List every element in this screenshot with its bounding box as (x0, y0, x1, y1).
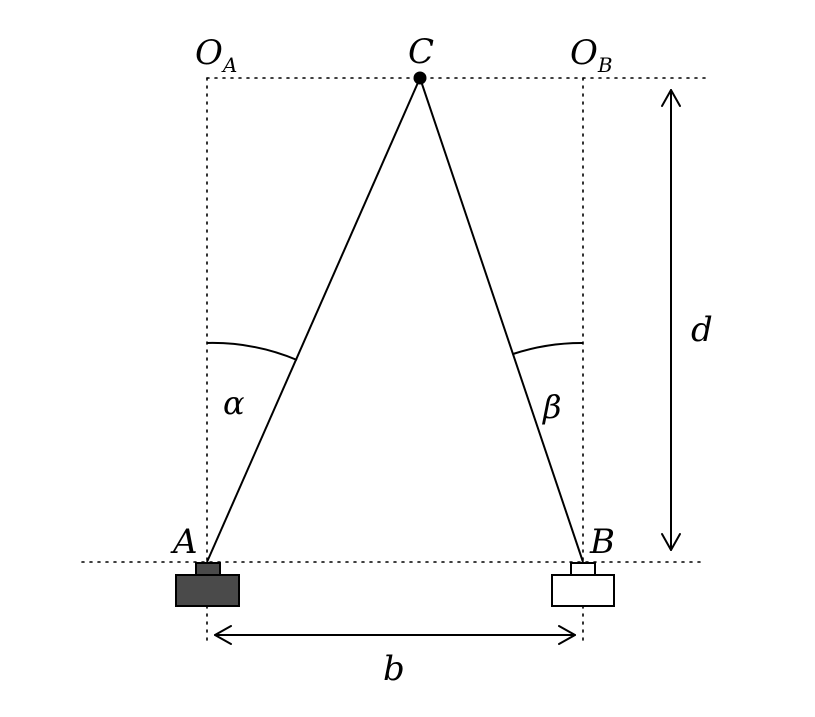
label-beta: β (542, 388, 562, 426)
label-b-point: B (589, 522, 615, 562)
label-ob: OB (570, 33, 613, 77)
side-bc (419, 77, 584, 563)
label-a: A (170, 522, 198, 562)
label-c: C (408, 32, 434, 72)
label-distance: d (691, 310, 713, 350)
label-baseline: b (383, 649, 405, 689)
baseline-arrow (214, 625, 576, 645)
point-c-dot (413, 71, 427, 85)
beta-arc (512, 341, 584, 355)
side-ac (206, 77, 421, 563)
camera-b-icon (551, 562, 615, 607)
label-oa: OA (195, 33, 237, 77)
alpha-arc (206, 341, 298, 361)
distance-arrow (661, 89, 681, 551)
camera-a-icon (175, 562, 240, 607)
label-alpha: α (223, 384, 245, 422)
